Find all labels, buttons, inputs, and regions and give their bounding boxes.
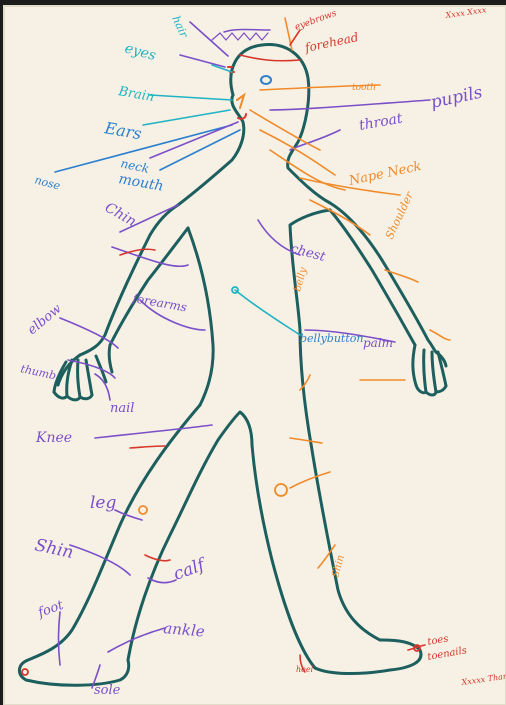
label-ankle: ankle: [163, 619, 206, 641]
label-leg: leg: [90, 493, 116, 513]
label-knee: Knee: [35, 430, 72, 446]
label-tooth: tooth: [352, 83, 376, 93]
label-bellybutton: bellybutton: [300, 332, 363, 345]
label-heel: heel: [296, 665, 314, 674]
label-nail: nail: [110, 401, 134, 416]
label-sole: sole: [94, 683, 121, 698]
label-palm: palm: [363, 336, 393, 350]
